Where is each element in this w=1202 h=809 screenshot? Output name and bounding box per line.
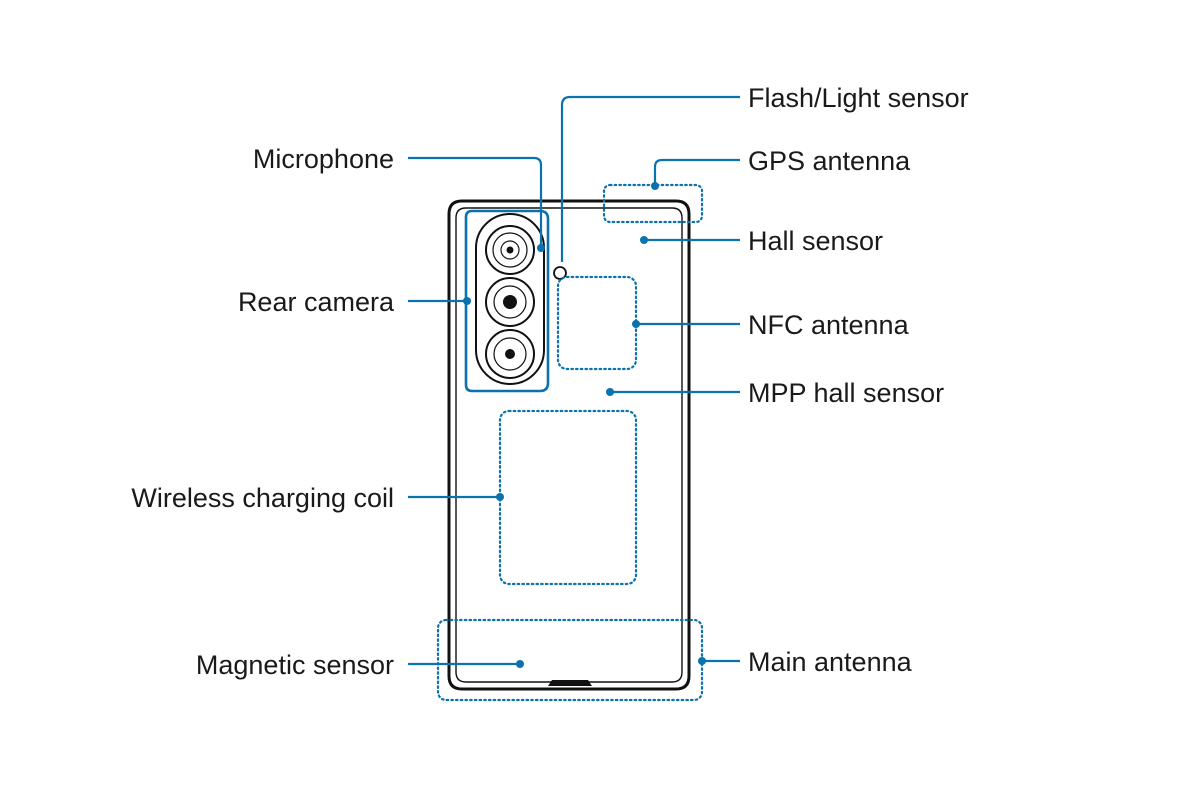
- nfc-antenna-region: [556, 275, 638, 371]
- microphone-label: Microphone: [253, 144, 394, 174]
- rear-camera-label: Rear camera: [238, 287, 395, 317]
- flash-light-sensor-label: Flash/Light sensor: [748, 83, 969, 113]
- rear-camera-callout: [408, 297, 471, 305]
- camera-lens-3: [485, 329, 535, 379]
- magnetic-sensor-callout: [408, 660, 524, 668]
- hall-sensor-callout: [640, 236, 740, 244]
- nfc-antenna-label: NFC antenna: [748, 310, 910, 340]
- main-antenna-label: Main antenna: [748, 647, 913, 677]
- wireless-charging-coil-label: Wireless charging coil: [131, 483, 394, 513]
- mpp-hall-sensor-callout: [606, 388, 740, 396]
- gps-antenna-callout: [651, 158, 740, 190]
- camera-lens-1: [485, 225, 535, 275]
- phone-inner-edge: [455, 207, 683, 683]
- bottom-notch: [548, 680, 592, 686]
- flash-light-sensor-callout: [560, 95, 740, 262]
- gps-antenna-label: GPS antenna: [748, 146, 911, 176]
- camera-module: [464, 209, 550, 393]
- magnetic-sensor-label: Magnetic sensor: [196, 650, 394, 680]
- flash-light-sensor-mark: [553, 266, 567, 280]
- microphone-callout: [408, 156, 545, 252]
- nfc-antenna-callout: [632, 320, 740, 328]
- wireless-charging-coil-region: [498, 409, 638, 586]
- rear-camera-highlight: [464, 209, 550, 393]
- camera-lens-2: [485, 277, 535, 327]
- wireless-charging-coil-callout: [408, 493, 504, 501]
- main-antenna-callout: [698, 657, 740, 665]
- hall-sensor-label: Hall sensor: [748, 226, 883, 256]
- mpp-hall-sensor-label: MPP hall sensor: [748, 378, 944, 408]
